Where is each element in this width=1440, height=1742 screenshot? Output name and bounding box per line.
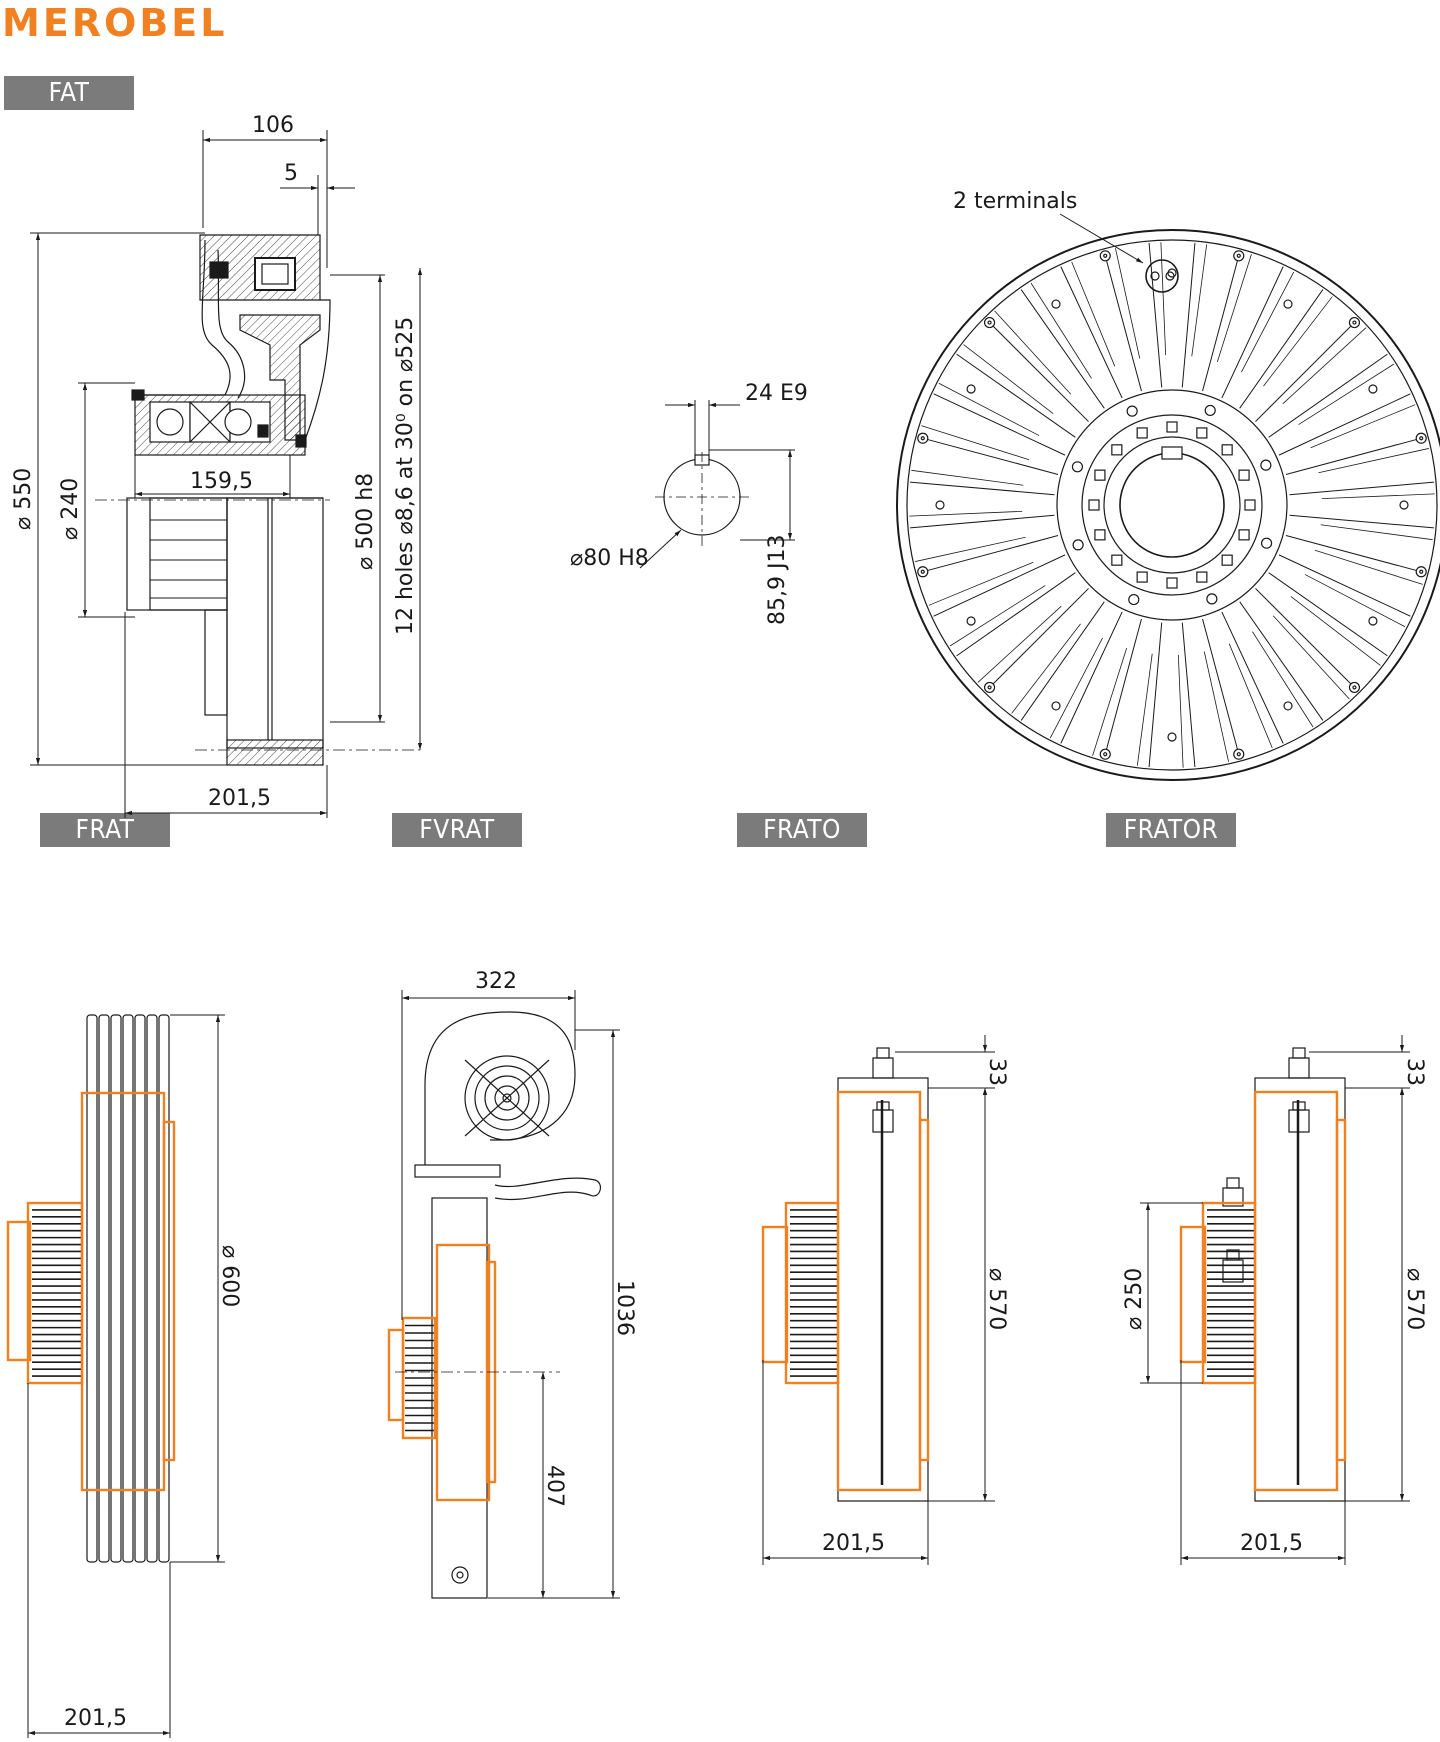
frat-drawing [6,1014,176,1563]
fvrat-dimensions [401,990,620,1599]
fvrat-dim-1036: 1036 [612,1280,637,1336]
disc-face-drawing [896,229,1440,781]
tag-frato: FRATO [737,813,867,847]
shaft-bore: ⌀80 H8 [570,546,649,571]
frator-dim-570: ⌀ 570 [1402,1268,1427,1330]
frat-dimensions [27,1014,225,1738]
frat-dim-201: 201,5 [64,1706,127,1731]
fat-dim-500: ⌀ 500 h8 [353,473,378,570]
terminal-leader [1059,213,1144,264]
fat-dim-106: 106 [252,113,294,138]
frato-dim-570: ⌀ 570 [984,1268,1009,1330]
shaft-key: 24 E9 [745,381,808,406]
fat-holes: 12 holes ⌀8,6 at 30⁰ on ⌀525 [393,317,418,635]
frato-dim-33: 33 [984,1058,1009,1086]
tag-fat: FAT [4,76,134,110]
frato-dimensions [762,1035,995,1565]
tag-frator: FRATOR [1106,813,1236,847]
fvrat-dim-407: 407 [542,1465,567,1507]
shaft-detail [639,400,795,569]
fat-dim-5: 5 [284,161,298,186]
fat-dim-550: ⌀ 550 [11,468,36,530]
tag-fvrat: FVRAT [392,813,522,847]
frator-dim-201: 201,5 [1240,1531,1303,1556]
fat-dimensions [30,130,423,818]
frato-dim-201: 201,5 [822,1531,885,1556]
tag-frat: FRAT [40,813,170,847]
fvrat-dim-322: 322 [475,969,517,994]
disc-terminals: 2 terminals [953,189,1077,214]
shaft-depth: 85,9 J13 [765,535,790,625]
fvrat-drawing [387,1011,602,1599]
frat-dim-600: ⌀ 600 [217,1245,242,1307]
fat-dim-240: ⌀ 240 [58,478,83,540]
fat-section-drawing [95,234,420,766]
brand-logo: MEROBEL [2,1,302,46]
frator-drawing [1179,1047,1347,1502]
frator-dim-33: 33 [1402,1058,1427,1086]
fat-dim-159: 159,5 [190,469,253,494]
frator-dimensions [1140,1035,1410,1565]
frato-drawing [761,1047,930,1502]
brand-name: MEROBEL [2,2,227,42]
frator-dim-250: ⌀ 250 [1122,1268,1147,1330]
fat-dim-201: 201,5 [208,786,271,811]
